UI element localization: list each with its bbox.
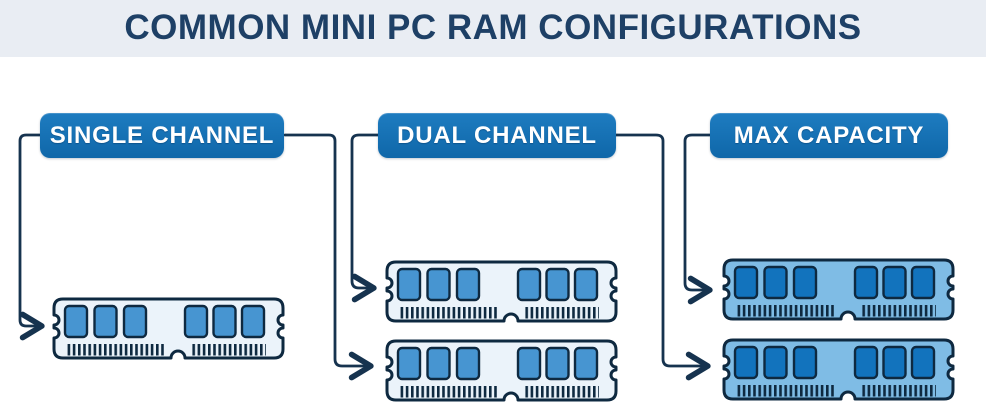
connector-single-to-stick [18, 133, 45, 341]
max-capacity-label-text: MAX CAPACITY [733, 121, 925, 149]
ram-stick-dual-2 [385, 339, 618, 402]
dual-channel-label-text: DUAL CHANNEL [397, 121, 597, 149]
connector-to-max-stick-1 [683, 133, 713, 305]
connector-to-dual-stick-1 [350, 133, 381, 303]
single-channel-label: SINGLE CHANNEL [40, 113, 284, 158]
header-band: COMMON MINI PC RAM CONFIGURATIONS [0, 0, 986, 57]
ram-stick-dual-1 [385, 260, 618, 323]
max-capacity-label: MAX CAPACITY [710, 113, 948, 158]
ram-stick-max-2 [722, 338, 955, 401]
single-channel-label-text: SINGLE CHANNEL [49, 121, 275, 149]
connector-to-max-stick-2 [613, 133, 711, 381]
page-title: COMMON MINI PC RAM CONFIGURATIONS [124, 7, 862, 47]
ram-stick-max-1 [722, 258, 955, 321]
ram-stick-single [52, 297, 285, 360]
connector-to-dual-stick-2 [283, 133, 374, 381]
dual-channel-label: DUAL CHANNEL [378, 113, 616, 158]
